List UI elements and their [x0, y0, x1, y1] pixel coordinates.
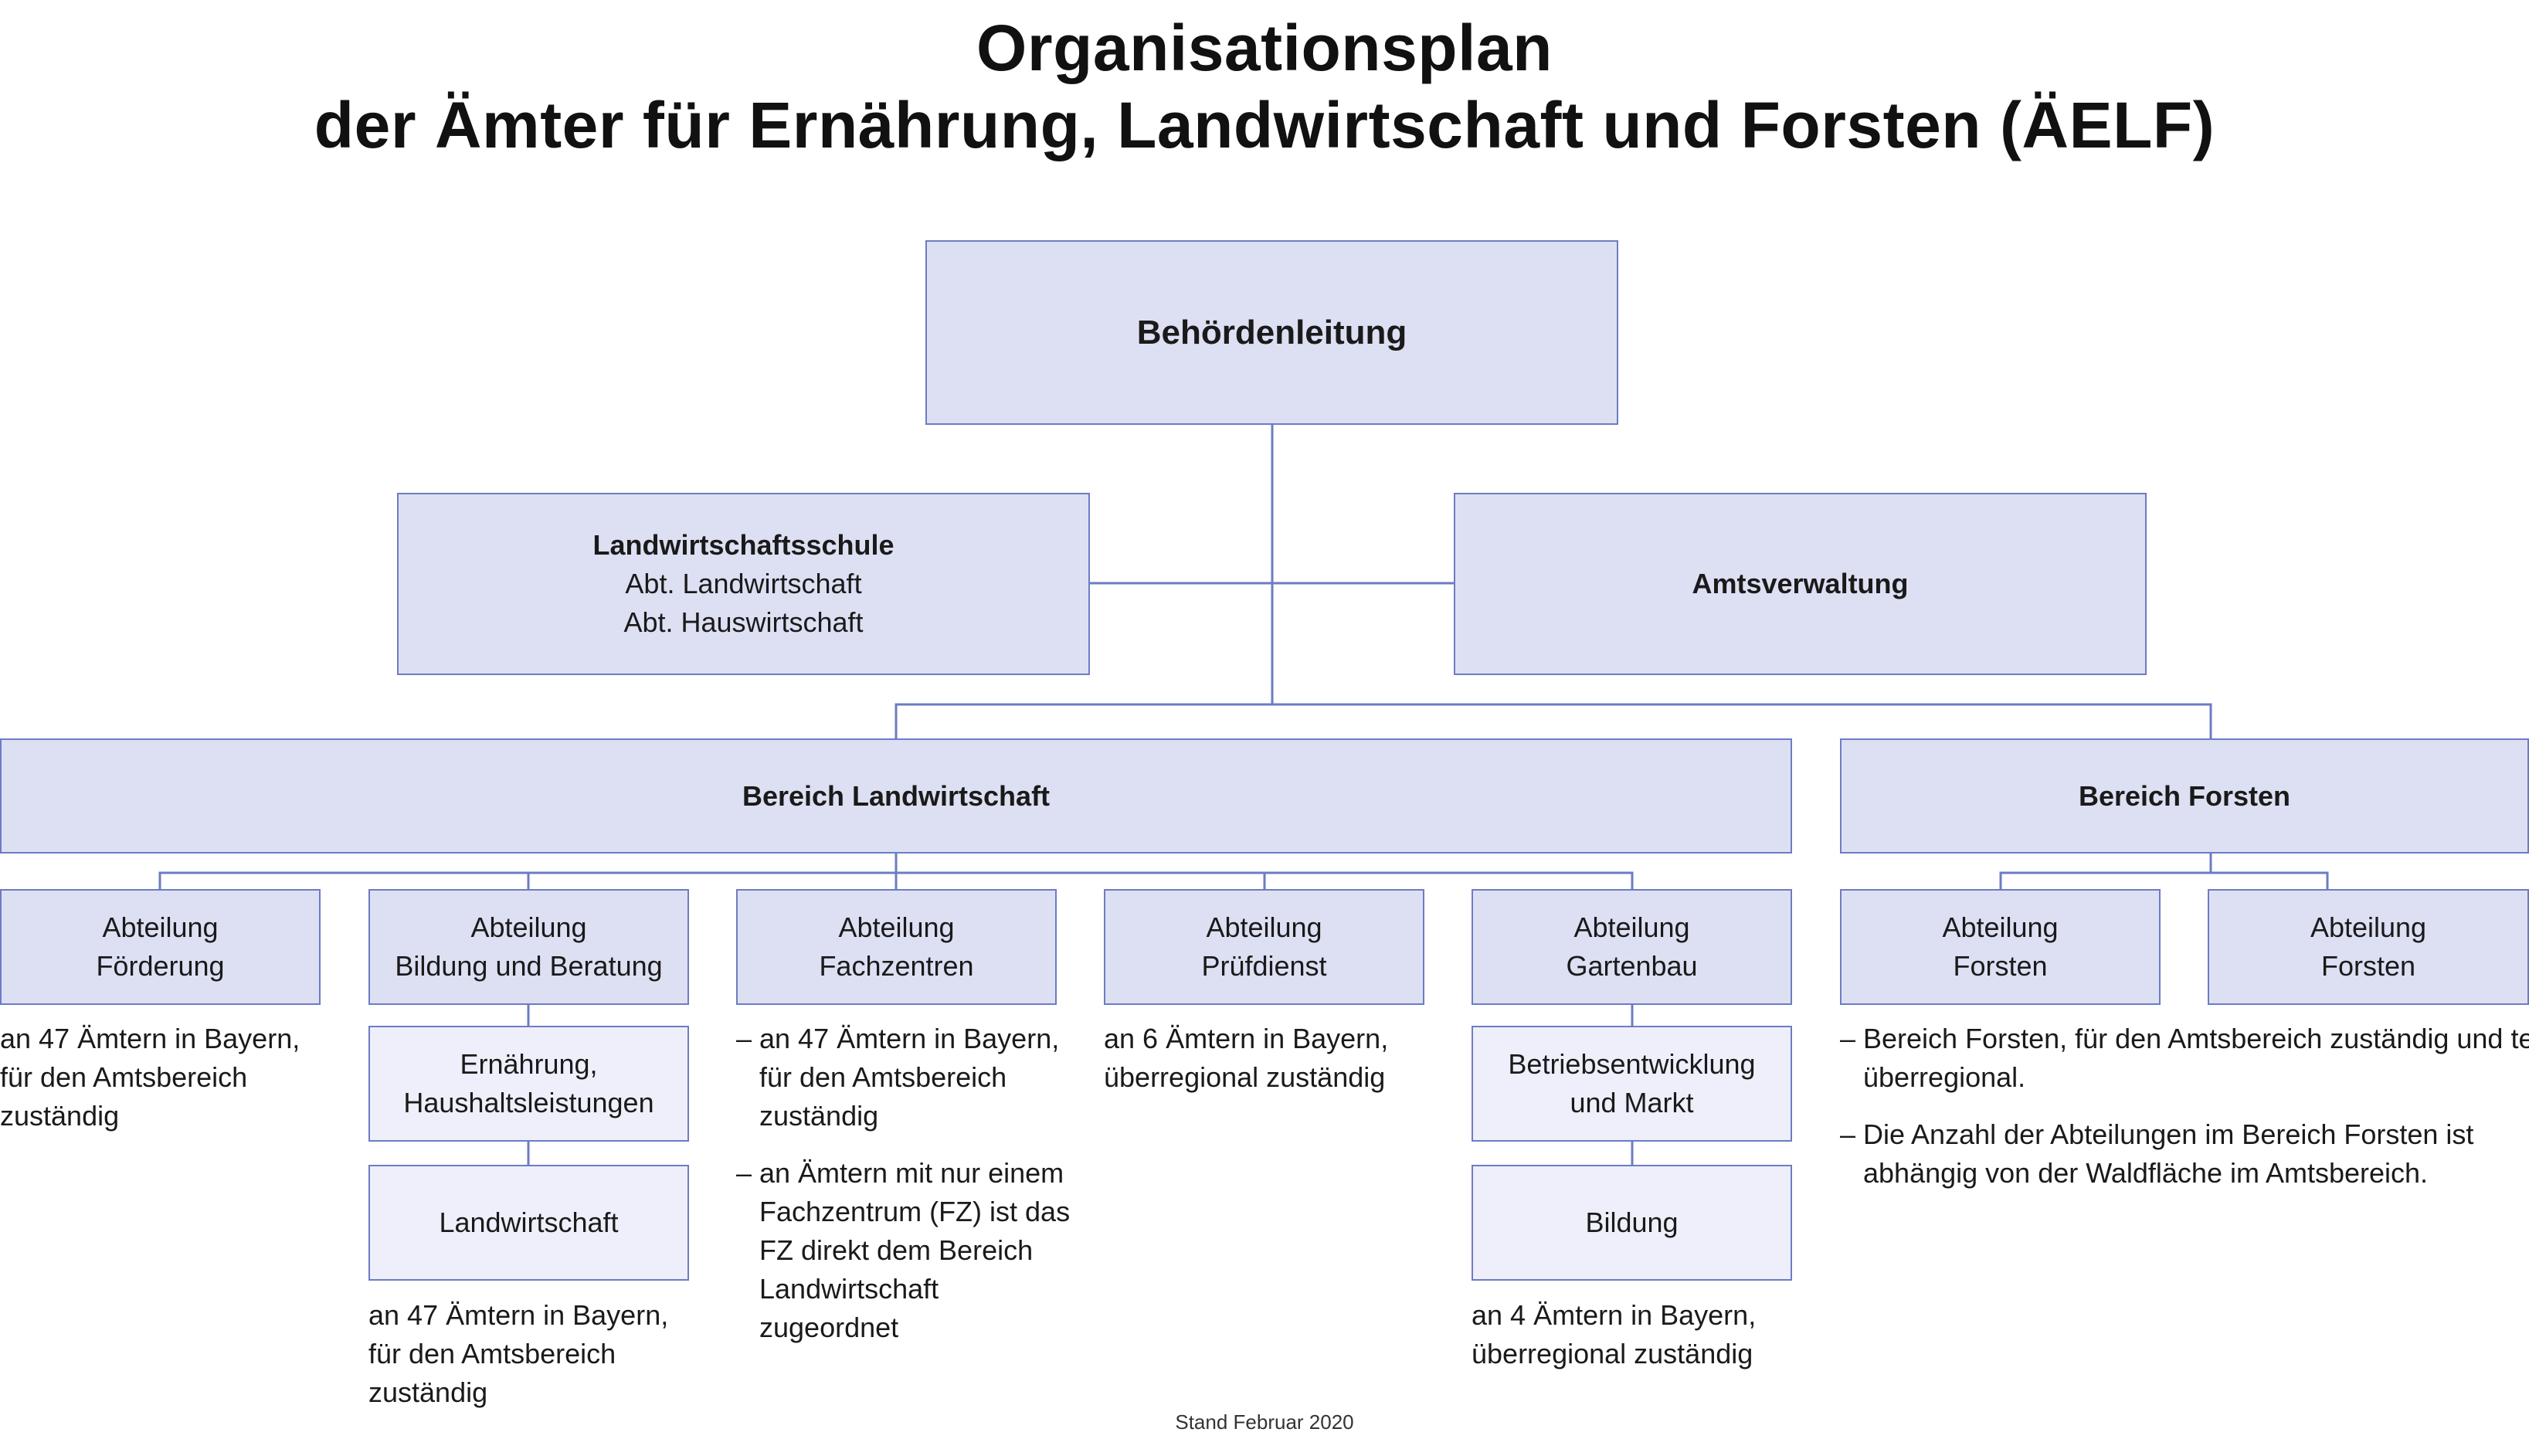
node-abteilung-gartenbau: Abteilung Gartenbau	[1472, 889, 1792, 1005]
node-line: Forsten	[2320, 950, 2416, 982]
node-line: Forsten	[1953, 950, 2048, 982]
node-line: Abteilung	[2310, 911, 2427, 943]
note-line: Fachzentrum (FZ) ist das	[759, 1196, 1071, 1227]
note-line: überregional zuständig	[1472, 1338, 1753, 1369]
node-line: Abteilung	[838, 911, 955, 943]
dash-glyph: –	[1840, 1023, 1856, 1054]
note-line: an Ämtern mit nur einem	[759, 1157, 1064, 1189]
note-line: Die Anzahl der Abteilungen im Bereich Fo…	[1863, 1118, 2474, 1150]
node-abteilung-forsten-2: Abteilung Forsten	[2208, 889, 2529, 1005]
node-bereich-landwirtschaft: Bereich Landwirtschaft	[0, 738, 1792, 854]
note-line: an 47 Ämtern in Bayern,	[0, 1023, 300, 1054]
node-line: Förderung	[96, 950, 225, 982]
note-line: FZ direkt dem Bereich	[759, 1234, 1034, 1266]
note-line: zuständig	[759, 1100, 879, 1132]
node-line: Bildung und Beratung	[395, 950, 663, 982]
note-line: an 6 Ämtern in Bayern,	[1104, 1023, 1389, 1054]
note-gartenbau: an 4 Ämtern in Bayern, überregional zust…	[1472, 1296, 1756, 1373]
note-line: an 4 Ämtern in Bayern,	[1472, 1299, 1757, 1331]
node-label: Amtsverwaltung	[1692, 568, 1909, 599]
dash-glyph: –	[1840, 1118, 1856, 1150]
node-label: Behördenleitung	[1136, 313, 1407, 351]
note-pruefdienst: an 6 Ämtern in Bayern, überregional zust…	[1104, 1020, 1388, 1097]
node-ernaehrung-haushaltsleistungen: Ernährung, Haushaltsleistungen	[368, 1026, 689, 1142]
node-line: Abteilung	[1206, 911, 1322, 943]
node-bereich-forsten: Bereich Forsten	[1840, 738, 2529, 854]
note-forsten: – Bereich Forsten, für den Amtsbereich z…	[1840, 1020, 2529, 1193]
dash-glyph: –	[736, 1023, 752, 1054]
node-line: Abt. Hauswirtschaft	[623, 606, 864, 638]
node-line: Prüfdienst	[1201, 950, 1327, 982]
note-line: abhängig von der Waldfläche im Amtsberei…	[1863, 1157, 2429, 1189]
node-abteilung-pruefdienst: Abteilung Prüfdienst	[1104, 889, 1424, 1005]
note-line: überregional.	[1863, 1061, 2026, 1093]
node-label: Bereich Landwirtschaft	[742, 779, 1051, 812]
node-title: Landwirtschaftsschule	[592, 529, 894, 561]
note-line: Bereich Forsten, für den Amtsbereich zus…	[1863, 1023, 2529, 1054]
note-line: zuständig	[0, 1100, 120, 1132]
note-foerderung: an 47 Ämtern in Bayern, für den Amtsbere…	[0, 1020, 300, 1135]
node-line: Abteilung	[470, 911, 587, 943]
chart-title-line2: der Ämter für Ernährung, Landwirtschaft …	[314, 89, 2215, 161]
node-line: Abteilung	[1573, 911, 1690, 943]
node-betriebsentwicklung-markt: Betriebsentwicklung und Markt	[1472, 1026, 1792, 1142]
note-line: an 47 Ämtern in Bayern,	[759, 1023, 1060, 1054]
note-line: für den Amtsbereich	[759, 1061, 1007, 1093]
node-landwirtschaftsschule: Landwirtschaftsschule Abt. Landwirtschaf…	[397, 493, 1090, 675]
node-line: Abteilung	[1942, 911, 2059, 943]
node-abteilung-forsten-1: Abteilung Forsten	[1840, 889, 2161, 1005]
node-label: Bereich Forsten	[2078, 779, 2291, 812]
dash-glyph: –	[736, 1157, 752, 1189]
node-label: Bildung	[1585, 1207, 1679, 1238]
note-bildung-beratung: an 47 Ämtern in Bayern, für den Amtsbere…	[368, 1296, 668, 1412]
node-line: Abt. Landwirtschaft	[625, 568, 862, 599]
node-line: Ernährung,	[460, 1048, 598, 1080]
node-line: Gartenbau	[1566, 950, 1698, 982]
node-line: Betriebsentwicklung	[1508, 1048, 1756, 1080]
node-line: Abteilung	[102, 911, 219, 943]
note-item: – an 47 Ämtern in Bayern, für den Amtsbe…	[736, 1020, 1070, 1135]
node-behoerdenleitung: Behördenleitung	[925, 240, 1618, 425]
note-item: – an Ämtern mit nur einem Fachzentrum (F…	[736, 1154, 1070, 1347]
note-line: Landwirtschaft	[759, 1273, 939, 1305]
footer-date: Stand Februar 2020	[1175, 1410, 1354, 1434]
node-label: Landwirtschaft	[439, 1207, 619, 1238]
note-line: für den Amtsbereich	[0, 1061, 248, 1093]
note-fachzentren: – an 47 Ämtern in Bayern, für den Amtsbe…	[736, 1020, 1070, 1347]
node-bildung: Bildung	[1472, 1165, 1792, 1281]
note-line: zuständig	[368, 1376, 488, 1408]
note-item: – Die Anzahl der Abteilungen im Bereich …	[1840, 1115, 2529, 1193]
node-amtsverwaltung: Amtsverwaltung	[1454, 493, 2147, 675]
node-line: Haushaltsleistungen	[403, 1087, 654, 1118]
note-line: an 47 Ämtern in Bayern,	[368, 1299, 669, 1331]
note-line: überregional zuständig	[1104, 1061, 1386, 1093]
node-landwirtschaft: Landwirtschaft	[368, 1165, 689, 1281]
chart-title-line1: Organisationsplan	[976, 12, 1553, 84]
node-abteilung-foerderung: Abteilung Förderung	[0, 889, 321, 1005]
note-line: zugeordnet	[759, 1312, 899, 1343]
forsten-bracket	[1999, 871, 2329, 889]
node-abteilung-fachzentren: Abteilung Fachzentren	[736, 889, 1057, 1005]
note-line: für den Amtsbereich	[368, 1338, 616, 1369]
node-line: und Markt	[1570, 1087, 1694, 1118]
node-abteilung-bildung-beratung: Abteilung Bildung und Beratung	[368, 889, 689, 1005]
note-item: – Bereich Forsten, für den Amtsbereich z…	[1840, 1020, 2529, 1097]
node-line: Fachzentren	[819, 950, 974, 982]
